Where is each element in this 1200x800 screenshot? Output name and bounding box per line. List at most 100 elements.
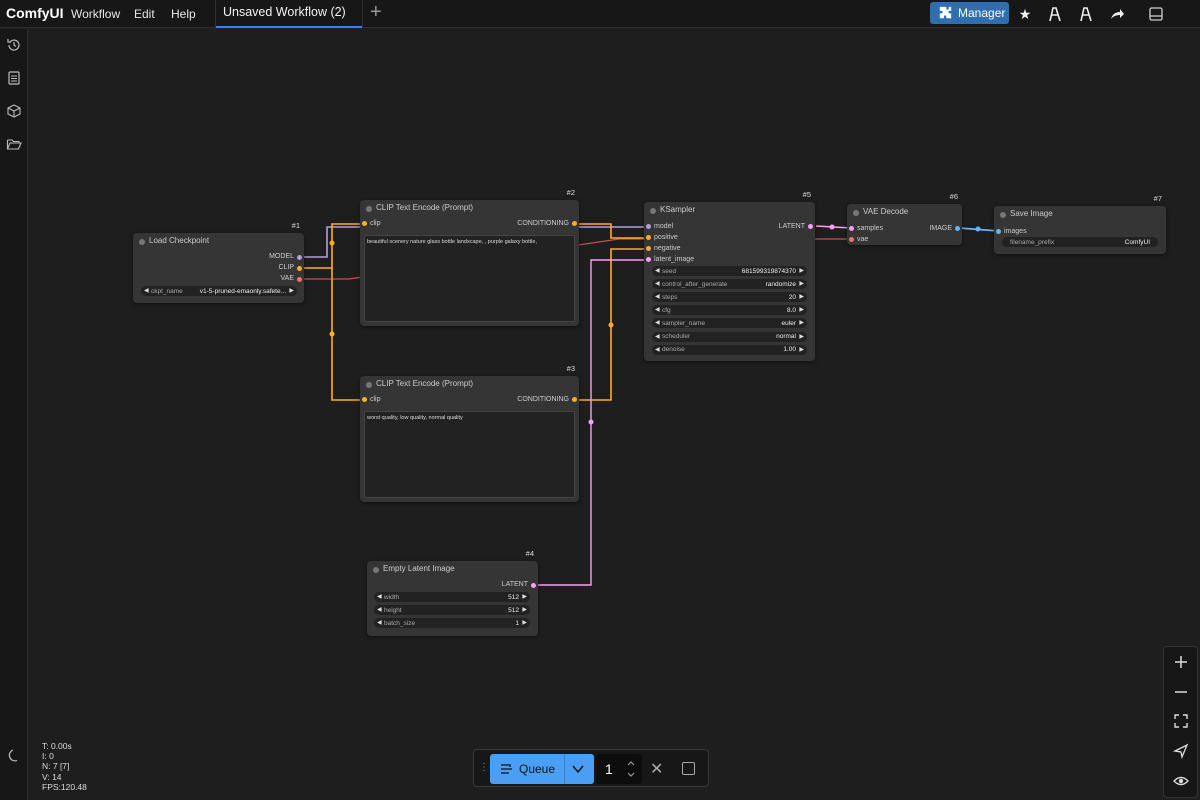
menu-workflow[interactable]: Workflow [71,7,121,21]
comfy-logo-icon[interactable] [1046,5,1064,23]
output-conditioning[interactable]: CONDITIONING [517,396,569,403]
output-dot[interactable] [808,224,813,229]
prompt-textarea[interactable]: beautiful scenery nature glass bottle la… [364,235,575,322]
moon-icon[interactable] [6,748,22,764]
output-latent[interactable]: LATENT [501,581,528,588]
node-id: #7 [1153,194,1162,203]
output-vae[interactable]: VAE [280,275,295,282]
star-icon[interactable]: ★ [1018,6,1032,22]
input-vae[interactable]: vae [857,236,869,243]
node-title: KSampler [660,205,696,214]
menu-help[interactable]: Help [171,7,196,21]
node-title: CLIP Text Encode (Prompt) [376,203,474,212]
folder-open-icon[interactable] [6,136,22,152]
input-dot[interactable] [362,397,367,402]
node-id: #3 [566,364,575,373]
input-dot[interactable] [646,224,651,229]
input-latent-image[interactable]: latent_image [654,256,695,263]
toggle-panel-icon[interactable] [1147,5,1165,23]
node-vae-decode[interactable]: VAE Decode #6 samples vae IMAGE [847,192,962,245]
prompt-textarea[interactable]: worst quality, low quality, normal quali… [364,411,575,498]
share-icon[interactable] [1108,5,1126,23]
input-dot[interactable] [646,235,651,240]
input-clip[interactable]: clip [370,396,381,403]
zoom-out-icon[interactable] [1173,684,1189,700]
output-model[interactable]: MODEL [269,253,294,260]
stepper-arrows-icon[interactable] [626,759,636,779]
stat-fps: FPS:120.48 [42,781,87,792]
eye-icon[interactable] [1173,773,1189,789]
tab-unsaved-workflow[interactable]: Unsaved Workflow (2) [216,0,362,28]
queue-list-icon[interactable] [6,70,22,86]
tab-label: Unsaved Workflow (2) [223,5,346,19]
output-dot[interactable] [572,397,577,402]
input-dot[interactable] [362,221,367,226]
input-dot[interactable] [646,257,651,262]
node-id: #5 [802,190,811,199]
drag-handle-icon[interactable]: ⋮ [479,762,489,773]
output-clip[interactable]: CLIP [278,264,294,271]
output-dot[interactable] [297,277,302,282]
input-model[interactable]: model [654,223,674,230]
queue-button[interactable]: Queue [490,754,594,784]
input-dot[interactable] [646,246,651,251]
output-dot[interactable] [572,221,577,226]
queue-options-icon [501,764,512,774]
fit-view-icon[interactable] [1173,713,1189,729]
wire-clip-pos [301,223,362,269]
navigate-arrow-icon[interactable] [1173,743,1189,759]
input-negative[interactable]: negative [654,245,681,252]
cancel-x-icon[interactable]: ✕ [650,761,664,778]
output-dot[interactable] [297,255,302,260]
input-dot[interactable] [849,226,854,231]
batch-count-value: 1 [605,761,613,777]
output-conditioning[interactable]: CONDITIONING [517,220,569,227]
node-clip-text-encode-negative[interactable]: CLIP Text Encode (Prompt) #3 clip CONDIT… [360,364,579,502]
output-dot[interactable] [955,226,960,231]
input-dot[interactable] [996,229,1001,234]
input-positive[interactable]: positive [654,234,678,241]
input-images[interactable]: images [1004,228,1027,235]
batch-count-input[interactable]: 1 [596,754,642,784]
graph-canvas[interactable]: Load Checkpoint #1 MODEL CLIP VAE ◀ckpt_… [29,29,1200,800]
puzzle-icon [939,6,952,19]
input-dot[interactable] [849,237,854,242]
app-logo[interactable]: ComfyUI [6,5,64,21]
new-tab-plus-icon[interactable]: + [370,1,382,23]
manager-button[interactable]: Manager [930,2,1009,24]
input-clip[interactable]: clip [370,220,381,227]
output-latent[interactable]: LATENT [778,223,805,230]
node-clip-text-encode-positive[interactable]: CLIP Text Encode (Prompt) #2 clip CONDIT… [360,188,579,326]
output-dot[interactable] [297,266,302,271]
zoom-in-icon[interactable] [1173,654,1189,670]
output-dot[interactable] [531,583,536,588]
node-title: Save Image [1010,209,1053,218]
node-ksampler[interactable]: KSampler #5 model positive negative late… [644,190,815,361]
output-image[interactable]: IMAGE [929,225,952,232]
stat-v: V: 14 [42,771,62,782]
left-sidebar [0,29,28,800]
wire-layer [301,223,1000,586]
node-load-checkpoint[interactable]: Load Checkpoint #1 MODEL CLIP VAE ◀ckpt_… [133,221,304,303]
menu-edit[interactable]: Edit [134,7,155,21]
input-samples[interactable]: samples [857,225,884,232]
chevron-down-icon[interactable] [572,764,584,774]
history-icon[interactable] [6,37,22,53]
comfy-logo-alt-icon[interactable] [1077,5,1095,23]
cube-icon[interactable] [6,103,22,119]
stop-square-icon[interactable] [682,762,695,775]
